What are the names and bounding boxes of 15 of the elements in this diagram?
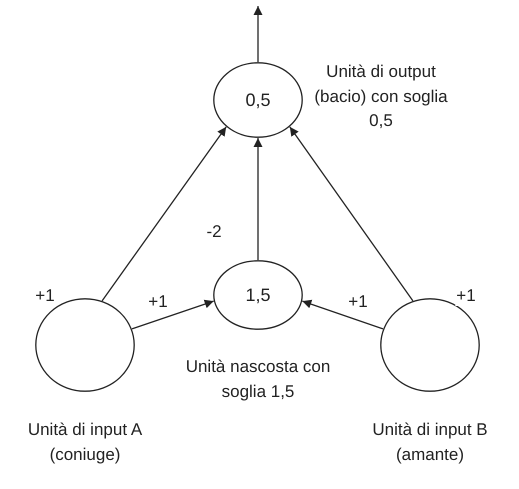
- unit-ellipse: [213, 62, 303, 138]
- unit-ellipse: [213, 260, 303, 330]
- arrow: [102, 126, 227, 302]
- unit-value: 0,5: [245, 90, 271, 110]
- unit-caption: Unità nascosta con soglia 1,5: [184, 356, 332, 403]
- unit-value: 1,5: [245, 284, 271, 306]
- arrow: [302, 300, 384, 330]
- edge-label: +1: [455, 286, 477, 306]
- unit-caption: Unità di input A (coniuge): [26, 419, 144, 466]
- arrow: [132, 300, 214, 330]
- arrow: [289, 126, 414, 302]
- arrow: [254, 138, 262, 260]
- arrow: [254, 6, 262, 62]
- unit-caption: Unità di input B (amante): [371, 419, 489, 466]
- unit-caption: Unità di output (bacio) con soglia 0,5: [313, 61, 449, 132]
